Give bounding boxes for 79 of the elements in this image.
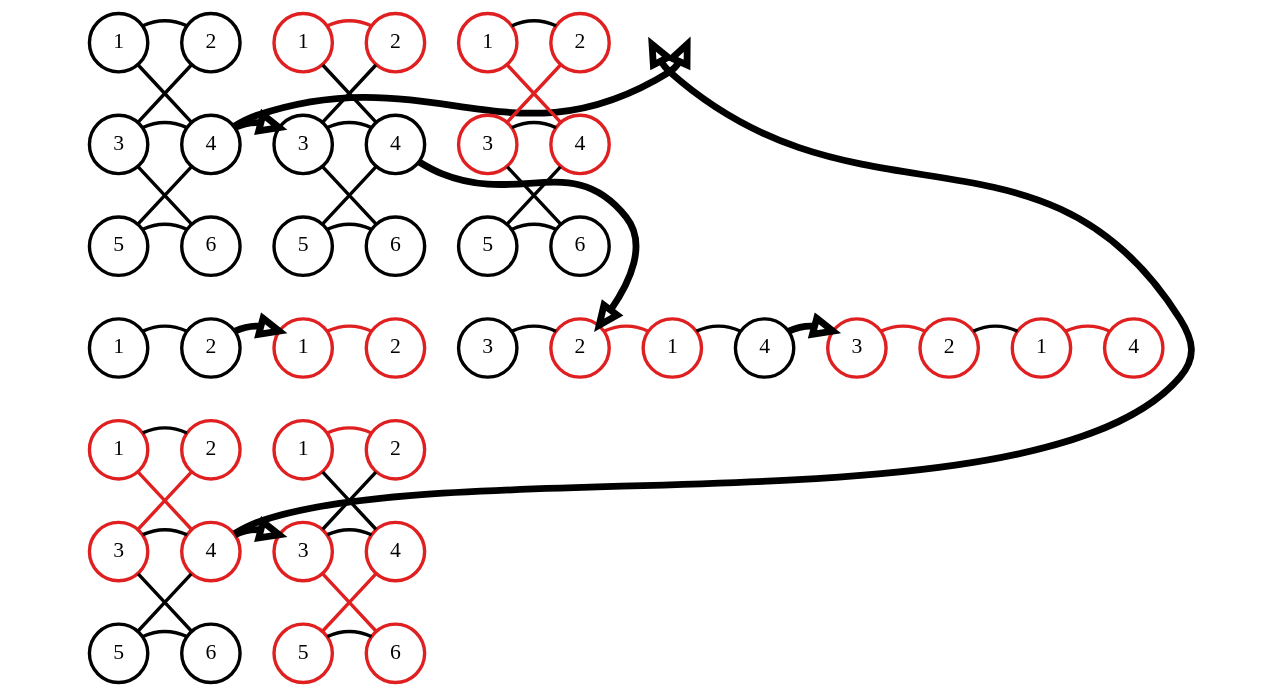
connector bbox=[141, 222, 188, 231]
connector bbox=[141, 528, 188, 537]
connector bbox=[695, 324, 741, 333]
node-circle: 5 bbox=[271, 215, 334, 278]
node-circle: 2 bbox=[179, 11, 242, 74]
node-circle: 2 bbox=[364, 418, 426, 481]
node-circle: 4 bbox=[364, 113, 426, 176]
node-circle: 4 bbox=[364, 520, 426, 583]
arrow bbox=[232, 36, 1194, 537]
node-circle: 1 bbox=[456, 11, 519, 74]
connector bbox=[510, 120, 557, 130]
arrow bbox=[786, 312, 841, 339]
connector bbox=[321, 63, 377, 124]
node-circle: 1 bbox=[87, 317, 149, 379]
node-circle: 1 bbox=[87, 418, 149, 481]
node-circle: 3 bbox=[271, 520, 334, 583]
connector bbox=[136, 471, 193, 531]
arrow bbox=[233, 312, 287, 339]
connector bbox=[603, 324, 649, 333]
node-circle: 1 bbox=[87, 11, 149, 74]
connector bbox=[326, 19, 372, 28]
connector bbox=[510, 222, 557, 231]
node-circle: 2 bbox=[548, 11, 611, 74]
node-circle: 6 bbox=[179, 622, 242, 685]
node-circle: 4 bbox=[179, 113, 242, 176]
node-circle: 5 bbox=[87, 622, 149, 685]
connector bbox=[136, 63, 193, 124]
arrow bbox=[232, 36, 691, 130]
node-circle: 5 bbox=[456, 215, 519, 278]
node-circle: 4 bbox=[179, 520, 242, 583]
node-circle: 1 bbox=[271, 317, 334, 379]
connector bbox=[326, 426, 372, 435]
arrow bbox=[416, 159, 639, 333]
node-circle: 2 bbox=[548, 317, 611, 379]
connector bbox=[141, 426, 188, 435]
node-circle: 3 bbox=[271, 113, 334, 176]
connector bbox=[321, 471, 377, 531]
node-circle: 4 bbox=[1102, 317, 1165, 379]
node-circle: 3 bbox=[825, 317, 888, 379]
node-circle: 5 bbox=[87, 215, 149, 278]
connector bbox=[136, 572, 193, 633]
connector bbox=[326, 222, 372, 231]
connector bbox=[141, 324, 188, 333]
node-circle: 1 bbox=[1010, 317, 1072, 379]
connector bbox=[326, 120, 372, 130]
connector bbox=[136, 165, 193, 226]
node-circle: 3 bbox=[456, 317, 519, 379]
node-circle: 3 bbox=[87, 113, 149, 176]
connector bbox=[505, 165, 562, 226]
node-circle: 1 bbox=[271, 11, 334, 74]
node-circle: 1 bbox=[271, 418, 334, 481]
node-circle: 1 bbox=[640, 317, 703, 379]
node-circle: 6 bbox=[364, 622, 426, 685]
connector bbox=[510, 19, 557, 28]
node-circle: 2 bbox=[179, 418, 242, 481]
connector bbox=[141, 629, 188, 639]
node-circle: 4 bbox=[548, 113, 611, 176]
connector bbox=[510, 324, 557, 333]
arrow bbox=[233, 515, 287, 543]
node-circle: 4 bbox=[733, 317, 795, 379]
connector bbox=[1064, 324, 1110, 333]
node-circle: 2 bbox=[917, 317, 980, 379]
connector bbox=[326, 629, 372, 639]
node-circle: 3 bbox=[456, 113, 519, 176]
connector bbox=[505, 63, 562, 124]
node-circle: 5 bbox=[271, 622, 334, 685]
node-circle: 6 bbox=[179, 215, 242, 278]
node-circle: 2 bbox=[179, 317, 242, 379]
node-circle: 6 bbox=[364, 215, 426, 278]
node-circle: 2 bbox=[364, 317, 426, 379]
connector bbox=[326, 324, 372, 333]
connector bbox=[972, 324, 1018, 333]
node-circle: 2 bbox=[364, 11, 426, 74]
connector bbox=[141, 19, 188, 28]
node-circle: 3 bbox=[87, 520, 149, 583]
connector bbox=[326, 528, 372, 537]
connector bbox=[141, 120, 188, 130]
connector bbox=[879, 324, 926, 333]
node-circle: 6 bbox=[548, 215, 611, 278]
